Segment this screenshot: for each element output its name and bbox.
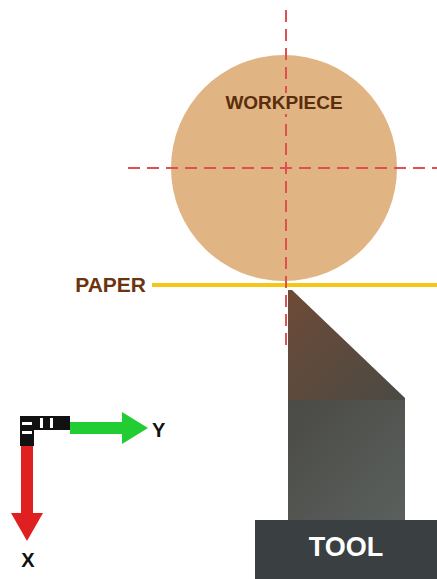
- horizontal-center-line: [128, 167, 437, 169]
- paper-label: PAPER: [75, 273, 146, 296]
- vertical-center-line: [285, 10, 287, 345]
- tool-label: TOOL: [306, 533, 387, 563]
- tool-shank: [288, 400, 405, 522]
- axis-label: Y: [152, 419, 165, 441]
- tool-insert: [288, 290, 405, 402]
- tool-base: TOOL: [255, 520, 437, 579]
- paper-line: [152, 283, 437, 287]
- workpiece-label: WORKPIECE: [222, 93, 345, 114]
- axis-icon: [11, 412, 148, 541]
- axis-label: X: [21, 549, 34, 571]
